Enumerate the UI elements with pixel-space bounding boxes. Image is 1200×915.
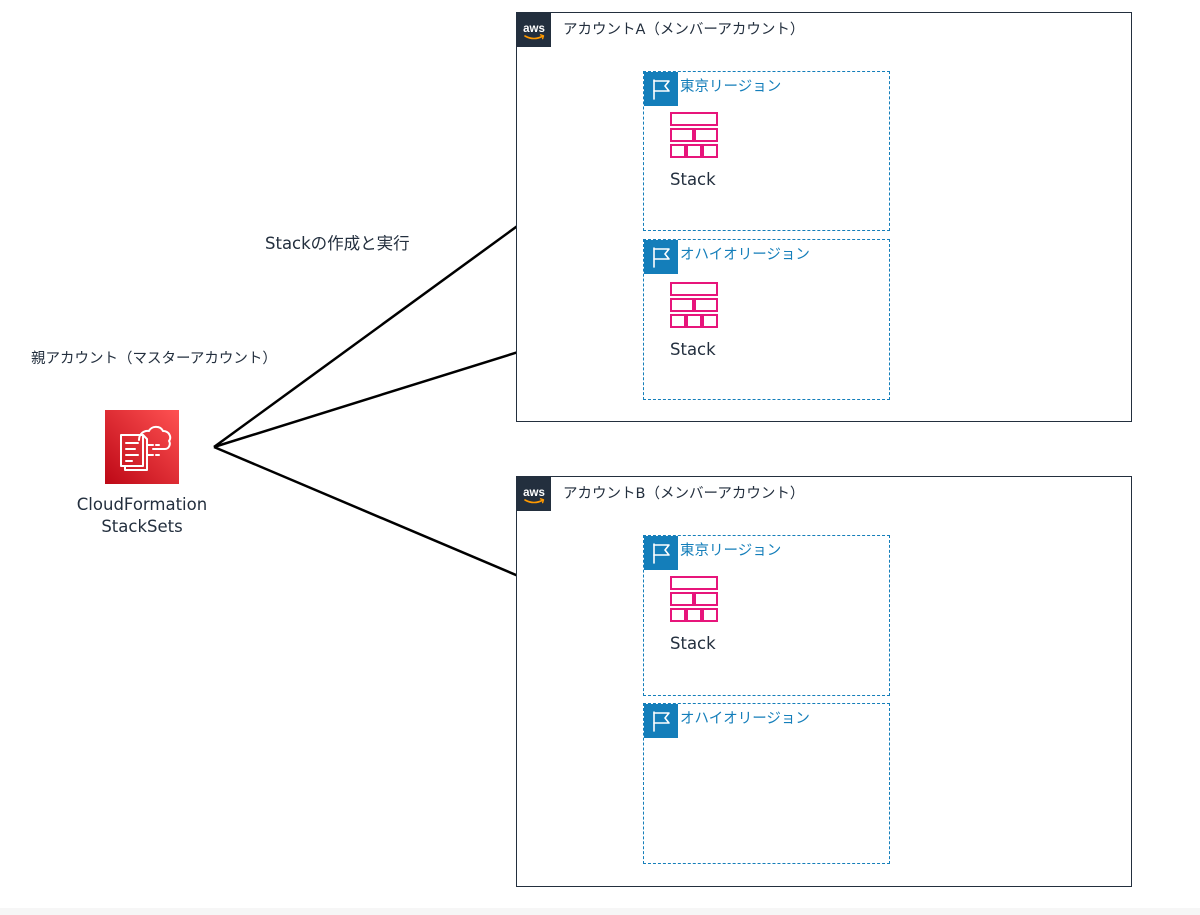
stack-node: Stack: [670, 282, 732, 359]
svg-text:aws: aws: [523, 487, 545, 499]
account-b-label: アカウントB（メンバーアカウント）: [563, 486, 805, 502]
account-b-region-ohio: オハイオリージョン: [643, 703, 890, 864]
region-flag-icon: [644, 704, 678, 738]
svg-text:aws: aws: [523, 23, 545, 35]
stack-node: Stack: [670, 576, 732, 653]
region-flag-icon: [644, 240, 678, 274]
region-flag-icon: [644, 72, 678, 106]
region-label: オハイオリージョン: [680, 247, 810, 263]
service-name-line1: CloudFormation: [76, 495, 208, 514]
account-a-region-tokyo: 東京リージョン Stack: [643, 71, 890, 231]
stack-label: Stack: [670, 634, 716, 653]
account-b-region-tokyo: 東京リージョン Stack: [643, 535, 890, 696]
account-a-group: aws アカウントA（メンバーアカウント） 東京リージョン: [516, 12, 1132, 422]
account-b-group: aws アカウントB（メンバーアカウント） 東京リージョン: [516, 476, 1132, 887]
stack-icon: [670, 282, 718, 328]
cloudformation-stacksets-icon: [105, 410, 179, 484]
stack-node: Stack: [670, 112, 732, 189]
account-a-region-ohio: オハイオリージョン Stack: [643, 239, 890, 400]
region-label: 東京リージョン: [680, 79, 782, 95]
cloudformation-stacksets-label: CloudFormation StackSets: [40, 494, 244, 538]
bottom-strip: [0, 908, 1200, 915]
stack-icon: [670, 576, 718, 622]
parent-account-title: 親アカウント（マスターアカウント）: [31, 351, 277, 367]
stack-label: Stack: [670, 340, 716, 359]
aws-logo-icon: aws: [517, 13, 551, 47]
region-label: 東京リージョン: [680, 543, 782, 559]
service-name-line2: StackSets: [101, 517, 183, 536]
stack-icon: [670, 112, 718, 158]
region-label: オハイオリージョン: [680, 711, 810, 727]
aws-logo-icon: aws: [517, 477, 551, 511]
stack-label: Stack: [670, 170, 716, 189]
account-a-label: アカウントA（メンバーアカウント）: [563, 22, 805, 38]
region-flag-icon: [644, 536, 678, 570]
edge-label: Stackの作成と実行: [265, 234, 410, 253]
